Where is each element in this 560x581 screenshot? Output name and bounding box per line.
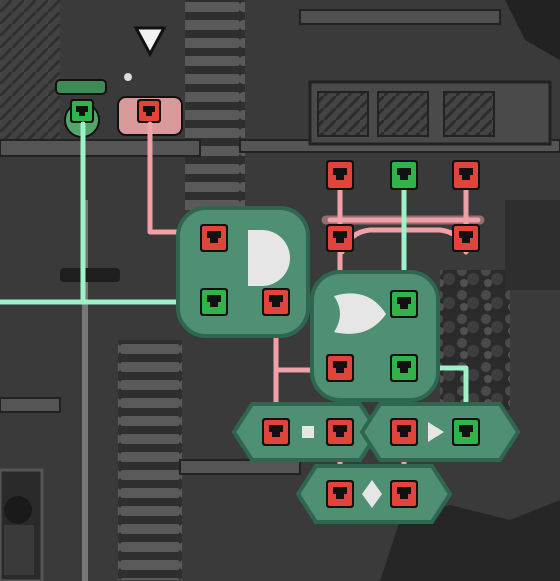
or-output-bottom-port[interactable] [390,354,418,382]
not-output-port[interactable] [390,480,418,508]
filter-output-port[interactable] [452,418,480,446]
door-left[interactable] [326,160,354,190]
filter-gate[interactable] [359,402,521,462]
or-input-top-port[interactable] [326,224,354,252]
sensor-green[interactable] [55,79,107,138]
and-gate[interactable] [176,206,310,338]
door-right[interactable] [452,160,480,190]
gate-ports [200,224,480,508]
buffer-input-port[interactable] [262,418,290,446]
or-input-bottom-port[interactable] [326,354,354,382]
buffer-output-port[interactable] [326,418,354,446]
and-output-port[interactable] [262,288,290,316]
and-input-red-port[interactable] [200,224,228,252]
down-triangle-icon [133,26,167,58]
or-input-right-port[interactable] [452,224,480,252]
sensor-red[interactable] [117,73,183,136]
buffer-gate-1[interactable] [231,402,381,462]
not-input-port[interactable] [326,480,354,508]
door-middle[interactable] [390,160,418,190]
and-input-green-port[interactable] [200,288,228,316]
or-output-port[interactable] [390,290,418,318]
filter-input-port[interactable] [390,418,418,446]
not-gate[interactable] [295,464,453,524]
